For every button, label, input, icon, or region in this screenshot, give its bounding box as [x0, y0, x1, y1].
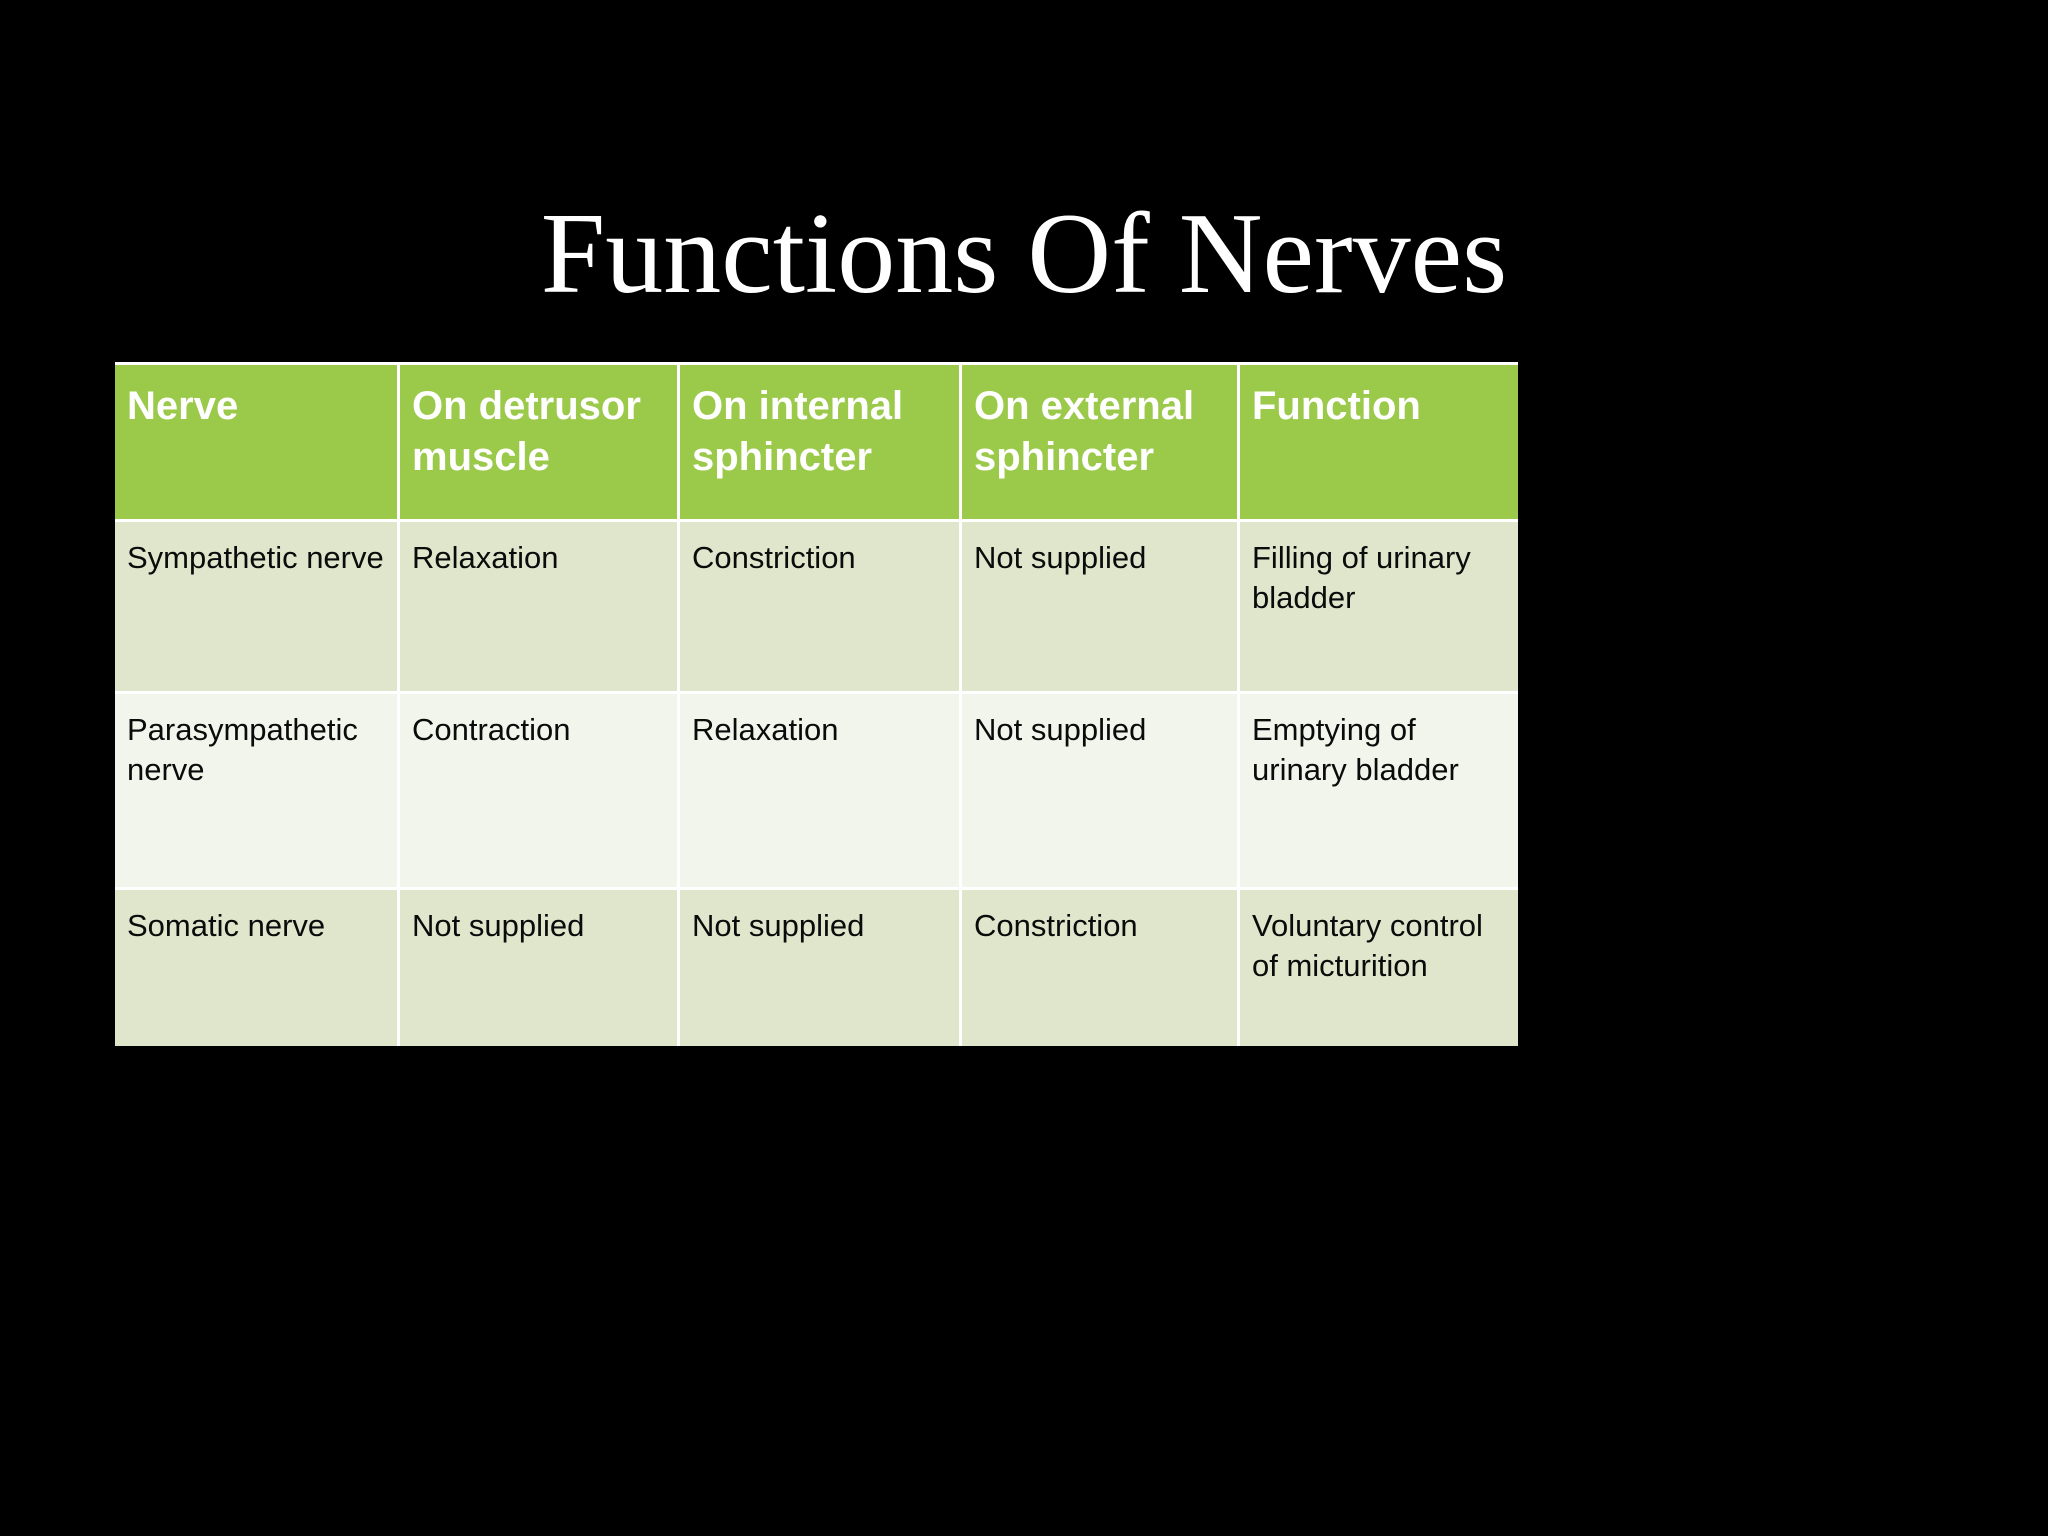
cell-function: Voluntary control of micturition	[1240, 890, 1518, 1046]
column-header-nerve: Nerve	[115, 362, 400, 522]
cell-external-sphincter: Not supplied	[962, 694, 1240, 890]
nerve-functions-table: Nerve On detrusor muscle On internal sph…	[115, 362, 1518, 1046]
column-header-on-detrusor-muscle: On detrusor muscle	[400, 362, 680, 522]
table-row: Parasympathetic nerve Contraction Relaxa…	[115, 694, 1518, 890]
cell-internal-sphincter: Constriction	[680, 522, 962, 694]
column-header-on-internal-sphincter: On internal sphincter	[680, 362, 962, 522]
cell-detrusor: Contraction	[400, 694, 680, 890]
column-header-function: Function	[1240, 362, 1518, 522]
page-title: Functions Of Nerves	[540, 189, 1508, 318]
cell-external-sphincter: Constriction	[962, 890, 1240, 1046]
cell-internal-sphincter: Relaxation	[680, 694, 962, 890]
nerve-functions-table-container: Nerve On detrusor muscle On internal sph…	[115, 362, 1518, 1046]
cell-detrusor: Not supplied	[400, 890, 680, 1046]
cell-function: Filling of urinary bladder	[1240, 522, 1518, 694]
cell-nerve: Somatic nerve	[115, 890, 400, 1046]
table-header: Nerve On detrusor muscle On internal sph…	[115, 362, 1518, 522]
column-header-on-external-sphincter: On external sphincter	[962, 362, 1240, 522]
cell-detrusor: Relaxation	[400, 522, 680, 694]
table-row: Somatic nerve Not supplied Not supplied …	[115, 890, 1518, 1046]
cell-external-sphincter: Not supplied	[962, 522, 1240, 694]
cell-function: Emptying of urinary bladder	[1240, 694, 1518, 890]
table-header-row: Nerve On detrusor muscle On internal sph…	[115, 362, 1518, 522]
table-row: Sympathetic nerve Relaxation Constrictio…	[115, 522, 1518, 694]
cell-internal-sphincter: Not supplied	[680, 890, 962, 1046]
table-body: Sympathetic nerve Relaxation Constrictio…	[115, 522, 1518, 1046]
cell-nerve: Parasympathetic nerve	[115, 694, 400, 890]
cell-nerve: Sympathetic nerve	[115, 522, 400, 694]
